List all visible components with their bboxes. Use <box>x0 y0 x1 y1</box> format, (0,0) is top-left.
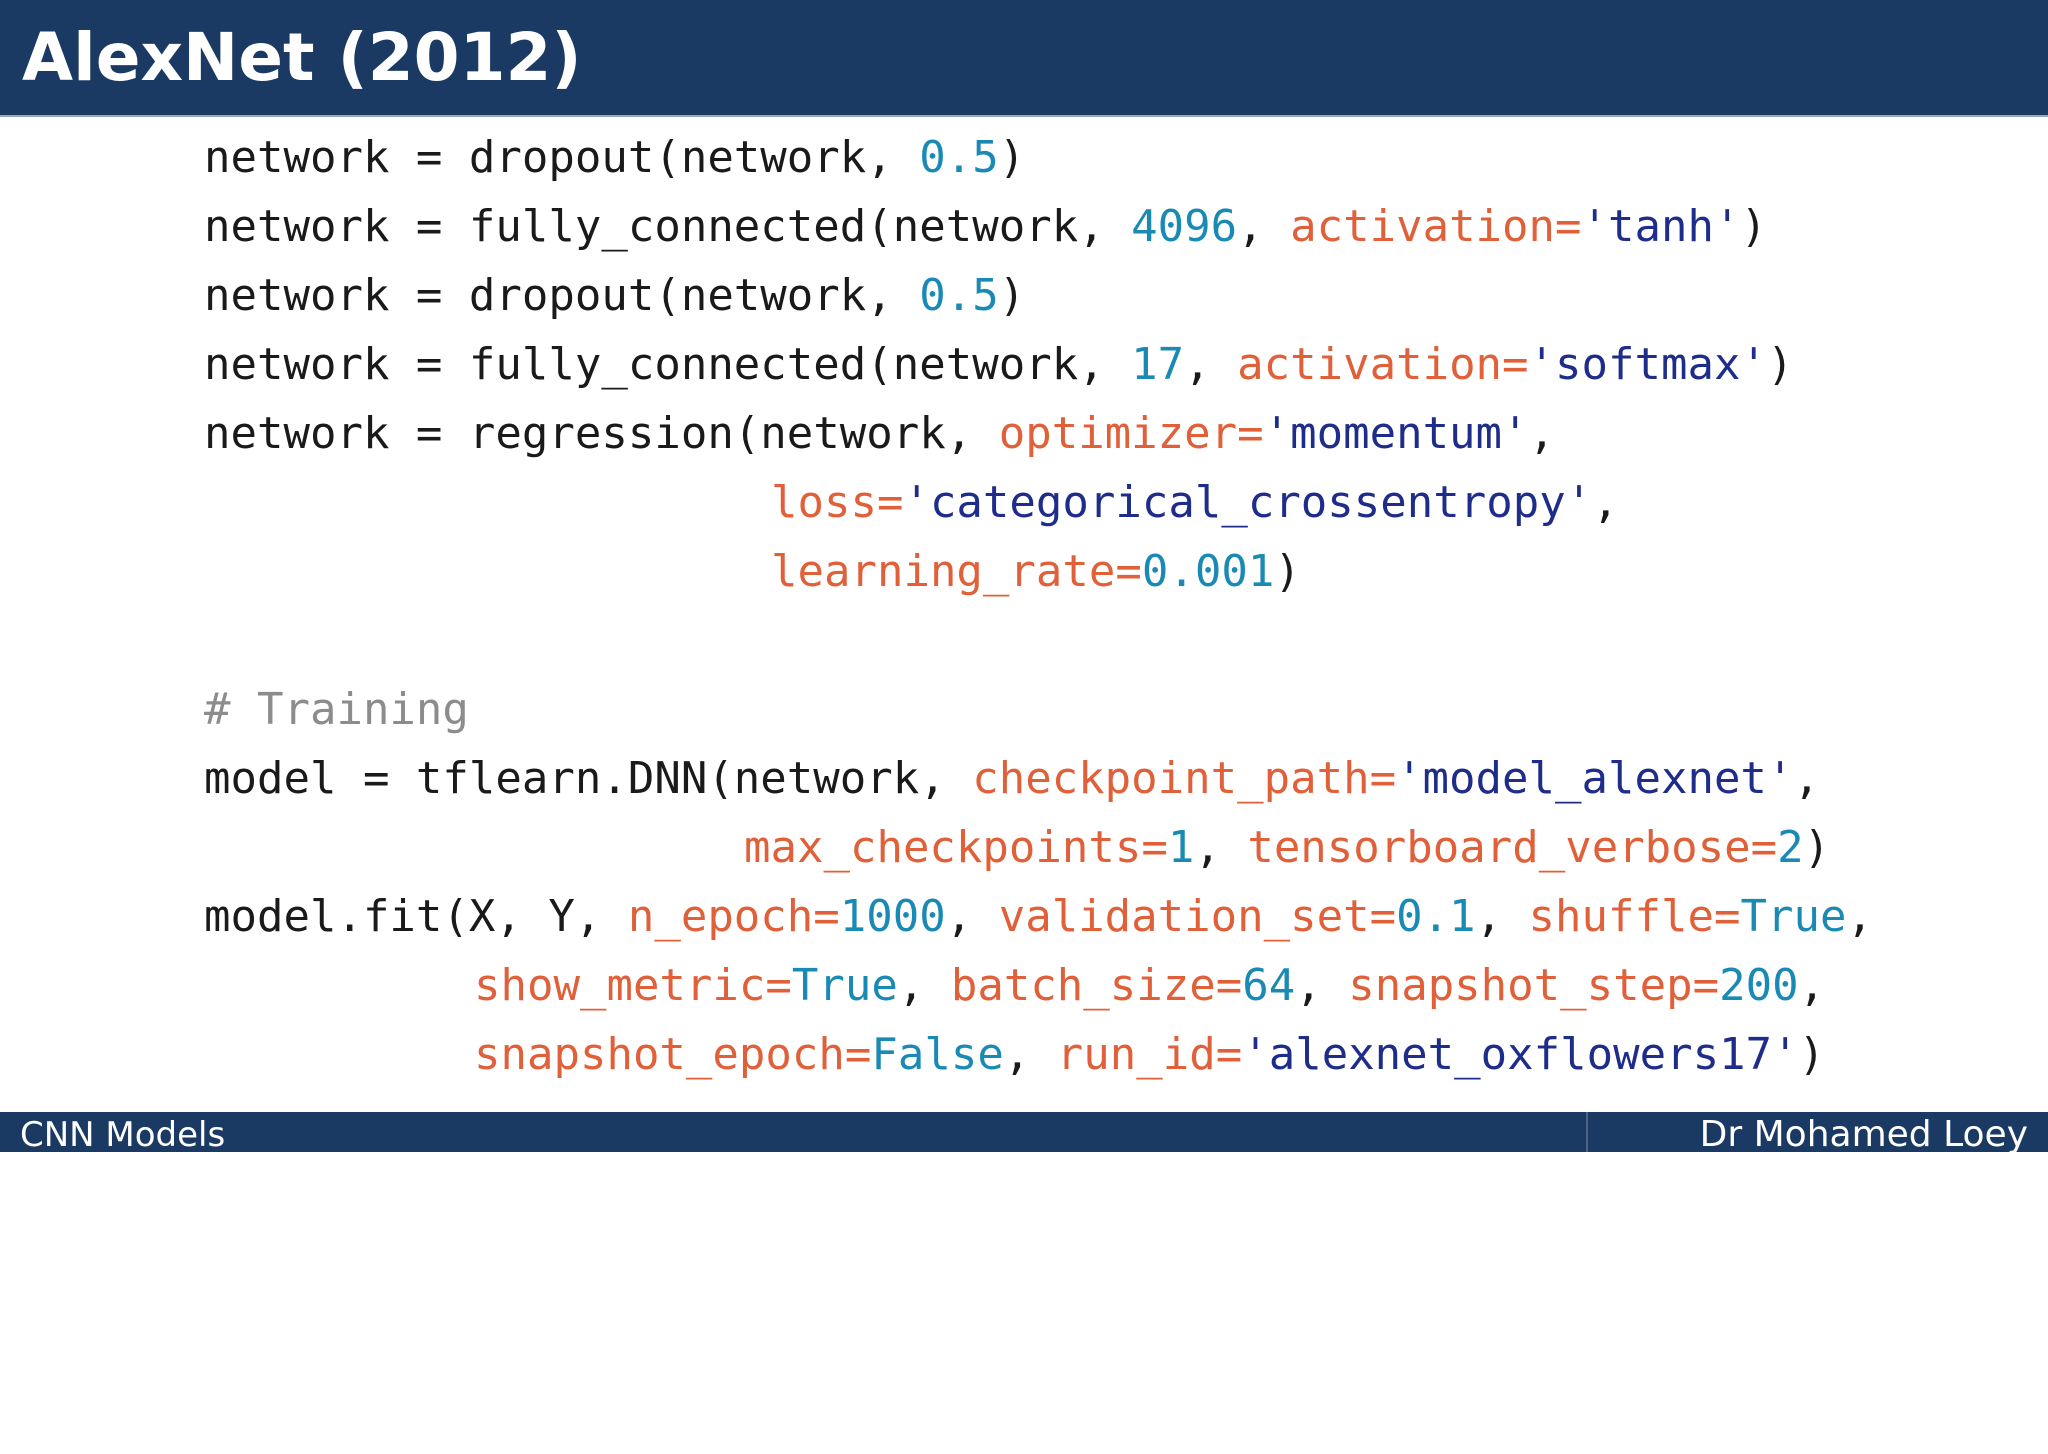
code-text: ) <box>1766 339 1794 390</box>
code-text: , <box>1184 339 1238 390</box>
code-number: 1000 <box>839 891 946 942</box>
code-text: , <box>1528 408 1556 459</box>
code-text: , <box>1592 477 1619 528</box>
code-text: ) <box>998 270 1026 321</box>
code-line-13: snapshot_epoch=False, run_id='alexnet_ox… <box>474 1025 1825 1085</box>
code-line-5: network = regression(network, optimizer=… <box>204 404 1555 464</box>
code-text: model.fit(X, Y, <box>204 891 628 942</box>
code-block: network = dropout(network, 0.5) network … <box>204 128 1873 1454</box>
code-text: , <box>1295 960 1349 1011</box>
code-text: , <box>1798 960 1826 1011</box>
code-line-9: model = tflearn.DNN(network, checkpoint_… <box>204 749 1820 809</box>
code-line-11: model.fit(X, Y, n_epoch=1000, validation… <box>204 887 1873 947</box>
code-text: , <box>897 960 951 1011</box>
code-string: 'momentum' <box>1263 408 1529 459</box>
code-string: 'tanh' <box>1581 201 1741 252</box>
code-keyword-arg: validation_set= <box>998 891 1397 942</box>
code-comment-line: # Training <box>204 684 469 735</box>
code-number: 0.001 <box>1141 546 1275 597</box>
code-line-10: max_checkpoints=1, tensorboard_verbose=2… <box>744 818 1830 878</box>
code-number: 0.1 <box>1396 891 1476 942</box>
code-text: ) <box>1274 546 1301 597</box>
code-number: True <box>1740 891 1847 942</box>
code-line-7: learning_rate=0.001) <box>771 542 1301 602</box>
code-text: , <box>945 891 999 942</box>
code-line-6: loss='categorical_crossentropy', <box>771 473 1619 533</box>
code-text: , <box>1846 891 1873 942</box>
code-keyword-arg: activation= <box>1290 201 1582 252</box>
code-keyword-arg: show_metric= <box>474 960 792 1011</box>
code-number: 0.5 <box>919 132 999 183</box>
code-keyword-arg: max_checkpoints= <box>744 822 1168 873</box>
code-line-3: network = dropout(network, 0.5) <box>204 266 1025 326</box>
code-keyword-arg: n_epoch= <box>627 891 840 942</box>
code-text: , <box>1237 201 1291 252</box>
code-number: 17 <box>1131 339 1185 390</box>
code-keyword-arg: run_id= <box>1056 1029 1243 1080</box>
code-text: network = fully_connected(network, <box>204 339 1132 390</box>
footer-bar: CNN Models Dr Mohamed Loey <box>0 1112 2048 1155</box>
code-line-4: network = fully_connected(network, 17, a… <box>204 335 1793 395</box>
footer-course-name: CNN Models <box>20 1115 226 1155</box>
code-keyword-arg: batch_size= <box>950 960 1243 1011</box>
code-text: ) <box>1740 201 1767 252</box>
code-string: 'model_alexnet' <box>1396 753 1794 804</box>
code-number: 0.5 <box>919 270 999 321</box>
title-bar: AlexNet (2012) <box>0 0 2048 117</box>
code-string: 'categorical_crossentropy' <box>903 477 1593 528</box>
code-line-2: network = fully_connected(network, 4096,… <box>204 197 1767 257</box>
code-keyword-arg: shuffle= <box>1528 891 1741 942</box>
code-string: 'softmax' <box>1528 339 1767 390</box>
code-line-12: show_metric=True, batch_size=64, snapsho… <box>474 956 1825 1016</box>
code-text: ) <box>1798 1029 1826 1080</box>
code-text: , <box>1003 1029 1057 1080</box>
code-text: network = dropout(network, <box>204 132 920 183</box>
code-keyword-arg: snapshot_epoch= <box>474 1029 872 1080</box>
code-keyword-arg: learning_rate= <box>771 546 1142 597</box>
code-number: True <box>791 960 898 1011</box>
code-text: ) <box>1803 822 1831 873</box>
code-keyword-arg: loss= <box>771 477 904 528</box>
code-number: False <box>871 1029 1004 1080</box>
code-string: 'alexnet_oxflowers17' <box>1242 1029 1799 1080</box>
code-number: 1 <box>1167 822 1195 873</box>
code-number: 4096 <box>1131 201 1238 252</box>
code-keyword-arg: activation= <box>1237 339 1529 390</box>
slide-title: AlexNet (2012) <box>22 19 582 96</box>
code-text: , <box>1475 891 1529 942</box>
code-number: 2 <box>1777 822 1804 873</box>
code-number: 64 <box>1242 960 1296 1011</box>
code-text: network = dropout(network, <box>204 270 920 321</box>
code-keyword-arg: checkpoint_path= <box>972 753 1397 804</box>
code-text: model = tflearn.DNN(network, <box>204 753 973 804</box>
code-keyword-arg: snapshot_step= <box>1348 960 1720 1011</box>
footer-divider <box>1586 1112 1588 1152</box>
code-keyword-arg: optimizer= <box>998 408 1264 459</box>
code-text: network = fully_connected(network, <box>204 201 1132 252</box>
code-line-1: network = dropout(network, 0.5) <box>204 128 1025 188</box>
code-text: , <box>1194 822 1248 873</box>
footer-author: Dr Mohamed Loey <box>1699 1114 2028 1155</box>
code-number: 200 <box>1719 960 1799 1011</box>
code-text: , <box>1793 753 1820 804</box>
code-text: network = regression(network, <box>204 408 999 459</box>
code-text: ) <box>998 132 1026 183</box>
code-keyword-arg: tensorboard_verbose= <box>1247 822 1778 873</box>
